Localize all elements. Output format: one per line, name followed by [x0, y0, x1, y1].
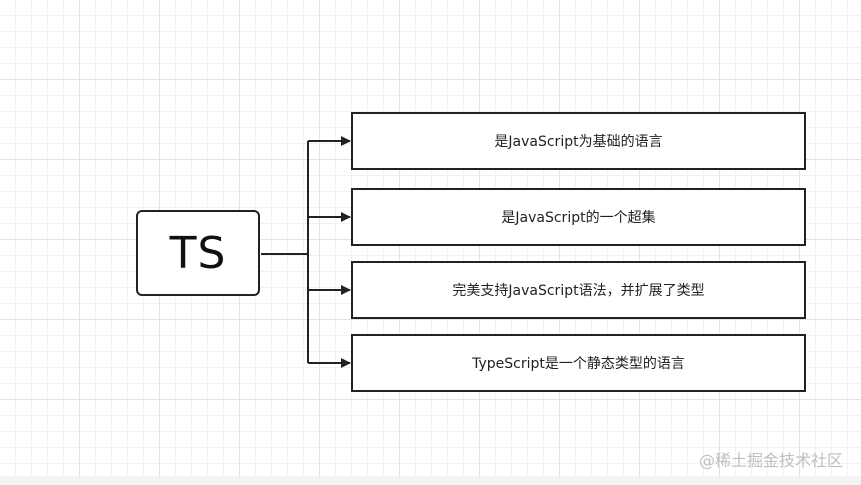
branch-node-3-label: 完美支持JavaScript语法，并扩展了类型 — [452, 283, 705, 299]
root-node-label: TS — [169, 227, 227, 279]
root-node[interactable]: TS — [136, 210, 260, 296]
branch-node-2-label: 是JavaScript的一个超集 — [501, 210, 656, 226]
branch-node-2[interactable]: 是JavaScript的一个超集 — [351, 188, 806, 246]
watermark-text: @稀土掘金技术社区 — [698, 451, 843, 470]
branch-node-1-label: 是JavaScript为基础的语言 — [494, 134, 663, 150]
footer-strip — [0, 476, 861, 485]
branch-node-3[interactable]: 完美支持JavaScript语法，并扩展了类型 — [351, 261, 806, 319]
branch-node-1[interactable]: 是JavaScript为基础的语言 — [351, 112, 806, 170]
branch-node-4-label: TypeScript是一个静态类型的语言 — [472, 356, 685, 372]
branch-node-4[interactable]: TypeScript是一个静态类型的语言 — [351, 334, 806, 392]
